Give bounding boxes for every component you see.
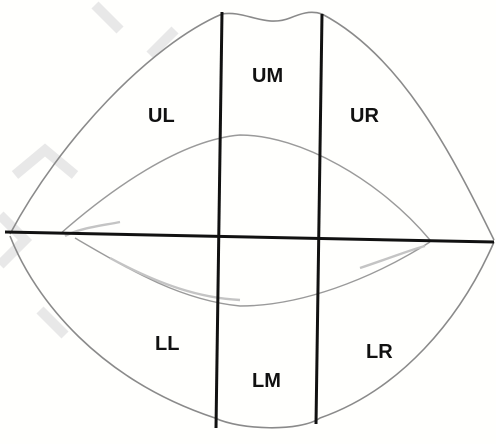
upper-inner-line xyxy=(60,135,430,240)
left-vertical-divider xyxy=(216,12,222,428)
watermark xyxy=(0,5,175,335)
lower-lip-outline xyxy=(10,236,494,428)
lower-inner-line xyxy=(75,238,430,306)
lower-right-shadow xyxy=(360,246,425,268)
label-lower-right: LR xyxy=(366,341,393,363)
lower-inner-shadow xyxy=(110,258,240,300)
upper-lip-outline xyxy=(10,12,494,240)
label-upper-middle: UM xyxy=(252,65,283,87)
right-vertical-divider xyxy=(316,14,322,424)
label-upper-left: UL xyxy=(148,105,175,127)
label-lower-left: LL xyxy=(155,333,179,355)
label-lower-middle: LM xyxy=(252,370,281,392)
label-upper-right: UR xyxy=(350,105,379,127)
